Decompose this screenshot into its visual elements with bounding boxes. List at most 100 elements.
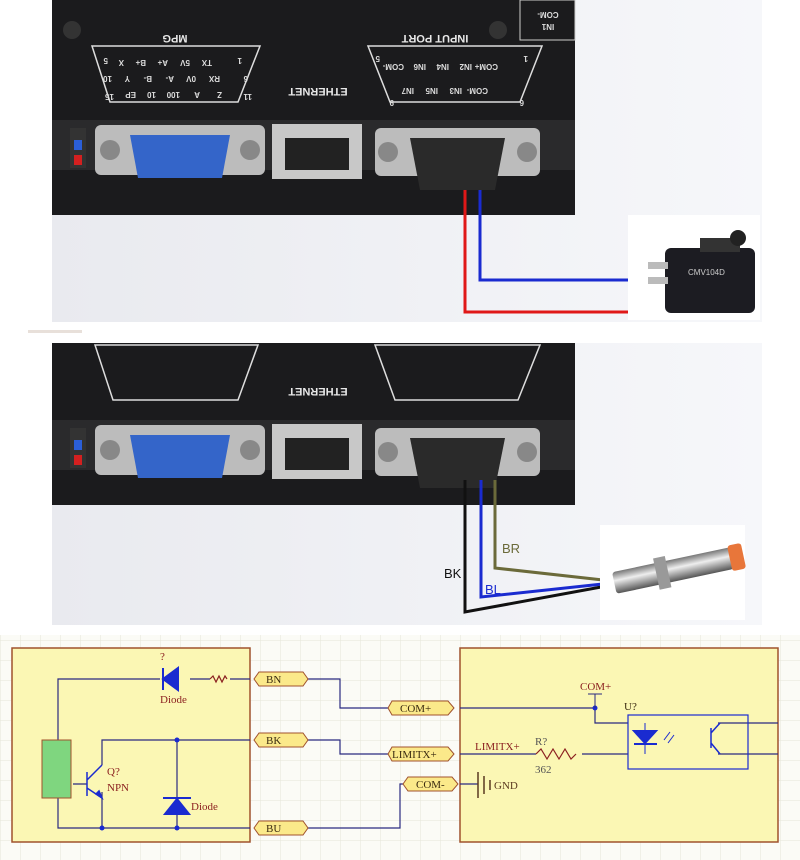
svg-text:BU: BU <box>266 823 281 835</box>
wire-label-bk: BK <box>444 566 462 581</box>
label-ethernet: ETHERNET <box>288 385 348 397</box>
red-led-icon <box>74 455 82 465</box>
photo-limit-switch-wiring: COM- IN1 MPG INPUT PORT ETHERNET X B+ A+… <box>52 0 762 322</box>
input-port-pin-map <box>366 45 544 103</box>
db9-input-port <box>375 428 540 488</box>
net-label-limit: LIMITX+ <box>475 741 520 753</box>
svg-text:Y: Y <box>124 74 130 83</box>
wire-label-bl: BL <box>485 582 501 597</box>
divider <box>28 330 82 333</box>
svg-text:5V: 5V <box>180 58 190 67</box>
svg-text:RX: RX <box>208 74 220 83</box>
port-bu: BU <box>253 820 309 836</box>
screw-icon <box>63 21 81 39</box>
svg-text:6: 6 <box>519 98 524 107</box>
svg-text:A: A <box>194 90 200 99</box>
label-mpg: MPG <box>162 32 187 44</box>
svg-text:LIMITX+: LIMITX+ <box>392 749 437 761</box>
svg-text:15: 15 <box>105 92 114 101</box>
brown-wire <box>493 480 613 583</box>
port-bk: BK <box>253 732 309 748</box>
ethernet-port <box>272 124 362 179</box>
opto-ref: U? <box>624 701 637 713</box>
corner-label-in1: IN1 <box>541 22 554 31</box>
blue-wire <box>479 480 613 599</box>
port-com-plus: COM+ <box>387 700 455 716</box>
blue-wire <box>478 190 655 282</box>
diode-label: Diode <box>191 801 218 813</box>
svg-text:11: 11 <box>243 92 252 101</box>
sensor-element <box>41 739 72 799</box>
svg-text:IN6: IN6 <box>413 62 426 71</box>
vga-mpg-connector <box>95 425 265 478</box>
svg-text:COM-: COM- <box>466 86 488 95</box>
npn-transistor-icon <box>86 764 104 801</box>
resistor-ref: R? <box>535 736 547 748</box>
label-input-port: INPUT PORT <box>401 32 468 44</box>
blue-led-icon <box>74 140 82 150</box>
svg-text:5: 5 <box>375 54 380 63</box>
blue-led-icon <box>74 440 82 450</box>
port-com-minus: COM- <box>402 776 459 792</box>
svg-text:BN: BN <box>266 674 281 686</box>
micro-switch: CMV104D <box>628 215 760 320</box>
diode-icon <box>161 666 179 692</box>
power-port-icon <box>588 693 602 708</box>
transistor-ref: Q? <box>107 766 120 778</box>
resistor-value: 362 <box>535 764 552 776</box>
resistor-icon <box>209 674 228 684</box>
svg-text:COM-: COM- <box>416 779 445 791</box>
svg-text:B-: B- <box>143 74 152 83</box>
input-port-pin-labels: COM- IN6 IN4 IN2 COM+ IN7 IN5 IN3 COM- 1… <box>375 54 528 107</box>
svg-text:EP: EP <box>125 90 136 99</box>
svg-text:IN3: IN3 <box>449 86 462 95</box>
black-wire <box>463 480 613 614</box>
svg-text:10: 10 <box>103 74 112 83</box>
resistor-icon <box>535 747 577 761</box>
svg-text:IN4: IN4 <box>436 62 449 71</box>
svg-text:IN2: IN2 <box>459 62 472 71</box>
svg-text:Z: Z <box>217 90 222 99</box>
svg-text:TX: TX <box>201 58 212 67</box>
svg-text:5: 5 <box>103 56 108 65</box>
db9-input-port <box>375 128 540 190</box>
svg-text:0V: 0V <box>186 74 196 83</box>
optocoupler-icon <box>627 714 749 770</box>
svg-text:B+: B+ <box>135 58 146 67</box>
transistor-type: NPN <box>107 782 129 794</box>
svg-text:100: 100 <box>166 90 180 99</box>
schematic: ? Diode Q? NPN Diode BN BK BU COM+ <box>0 635 800 860</box>
svg-text:A+: A+ <box>157 58 168 67</box>
red-led-icon <box>74 155 82 165</box>
svg-text:COM-: COM- <box>382 62 404 71</box>
controller-block <box>459 647 779 843</box>
diode-ref: ? <box>160 651 165 663</box>
wire-label-br: BR <box>502 541 520 556</box>
gnd-label: GND <box>494 780 518 792</box>
mpg-pin-labels: X B+ A+ 5V TX Y B- A- 0V RX EP 10 100 A … <box>103 56 252 101</box>
svg-text:9: 9 <box>389 98 394 107</box>
svg-text:X: X <box>118 58 124 67</box>
corner-label-com: COM- <box>537 10 559 19</box>
svg-text:1: 1 <box>237 56 242 65</box>
red-wire <box>463 190 690 314</box>
svg-text:BK: BK <box>266 735 281 747</box>
vga-mpg-connector <box>95 125 265 178</box>
screw-icon <box>489 21 507 39</box>
switch-model-label: CMV104D <box>688 268 725 277</box>
label-ethernet: ETHERNET <box>288 85 348 97</box>
diode-icon <box>162 797 192 815</box>
ethernet-port <box>272 424 362 479</box>
svg-text:1: 1 <box>523 54 528 63</box>
svg-text:IN7: IN7 <box>401 86 414 95</box>
net-label-com: COM+ <box>580 681 611 693</box>
svg-text:10: 10 <box>147 90 156 99</box>
svg-text:A-: A- <box>165 74 174 83</box>
port-bn: BN <box>253 671 309 687</box>
svg-text:COM+: COM+ <box>474 62 498 71</box>
svg-text:IN5: IN5 <box>425 86 438 95</box>
port-limitx-plus: LIMITX+ <box>387 746 455 762</box>
photo-proximity-sensor-wiring: ETHERNET BK BL BR <box>52 343 762 625</box>
svg-text:6: 6 <box>243 74 248 83</box>
